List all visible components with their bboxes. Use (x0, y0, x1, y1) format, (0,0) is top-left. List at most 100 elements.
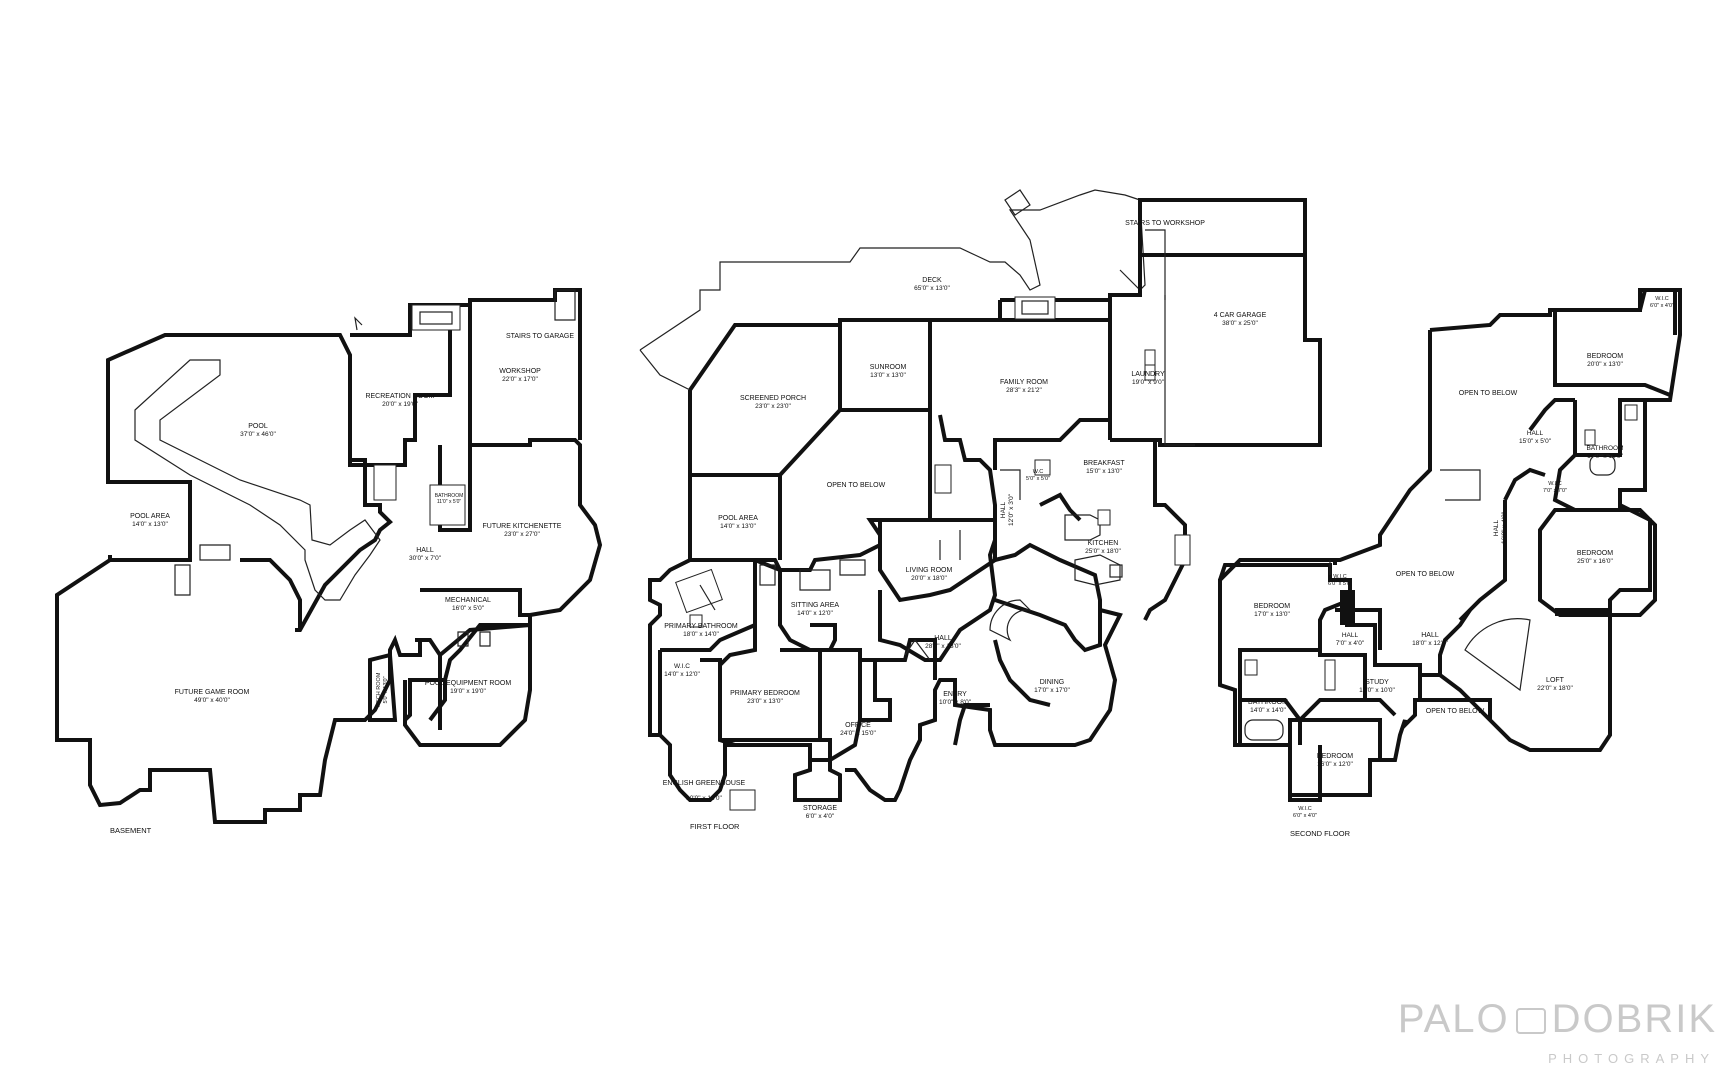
future-kitchenette-dims: 23'0" x 27'0" (504, 531, 540, 538)
hall-first-vertical-dims: 12'0" x 3'0" (1008, 493, 1015, 526)
pool-area-basement-dims: 14'0" x 13'0" (132, 521, 168, 528)
storage-label: STORAGE (803, 805, 837, 812)
second-floor-plan: W.I.C 6'0" x 4'0" BEDROOM 20'0" x 13'0" … (1218, 288, 1682, 838)
wic-second-c-dims: 6'0" x 5'0" (1328, 581, 1352, 587)
sitting-area-dims: 14'0" x 12'0" (797, 610, 833, 617)
bedroom-second-b-label: BEDROOM (1577, 550, 1613, 557)
open-to-below-first-label: OPEN TO BELOW (827, 482, 886, 489)
wic-second-c-label: W.I.C (1333, 574, 1346, 580)
office-dims: 24'0" x 15'0" (840, 730, 876, 737)
future-game-room-label: FUTURE GAME ROOM (175, 689, 250, 696)
pool-area-first-dims: 14'0" x 13'0" (720, 523, 756, 530)
family-room-dims: 28'3" x 21'2" (1006, 387, 1042, 394)
recreation-room-dims: 20'0" x 19'0" (382, 401, 418, 408)
hall-second-c-dims: 18'0" x 12'0" (1412, 640, 1448, 647)
stairs-to-workshop-label: STAIRS TO WORKSHOP (1125, 220, 1205, 227)
screened-porch-dims: 23'0" x 23'0" (755, 403, 791, 410)
hall-first-dims: 28'0" x 13'0" (925, 643, 961, 650)
four-car-garage-label: 4 CAR GARAGE (1214, 312, 1267, 319)
hall-second-a-label: HALL (1527, 430, 1544, 437)
mechanical-label: MECHANICAL (445, 597, 491, 604)
recreation-room-label: RECREATION ROOM (365, 393, 434, 400)
bathroom-second-b-dims: 14'0" x 14'0" (1250, 707, 1286, 714)
watermark-logo: PALO DOBRIK (1398, 997, 1717, 1042)
pool-equipment-room-label: POOL EQUIPMENT ROOM (425, 680, 512, 687)
screened-porch-label: SCREENED PORCH (740, 395, 806, 402)
mech-room-dims: 5'0" x 13'0" (383, 676, 389, 703)
breakfast-dims: 15'0" x 13'0" (1086, 468, 1122, 475)
wc-first-dims: 5'0" x 5'0" (1026, 476, 1050, 482)
entry-dims: 10'0" x 8'0" (939, 699, 972, 706)
hall-basement-label: HALL (416, 547, 434, 554)
living-room-label: LIVING ROOM (906, 567, 953, 574)
pool-area-basement-label: POOL AREA (130, 513, 170, 520)
pool-dims: 37'0" x 46'0" (240, 431, 276, 438)
english-greenhouse-label: ENGLISH GREENHOUSE (663, 780, 746, 787)
mechanical-dims: 16'0" x 5'0" (452, 605, 485, 612)
wic-second-b-label: W.I.C (1548, 481, 1561, 487)
basement-floor-label: BASEMENT (110, 826, 152, 835)
study-label: STUDY (1365, 679, 1389, 686)
entry-label: ENTRY (943, 691, 967, 698)
second-floor-label: SECOND FLOOR (1290, 829, 1351, 838)
loft-dims: 22'0" x 18'0" (1537, 685, 1573, 692)
hall-first-label: HALL (934, 635, 952, 642)
basement-plan: POOL 37'0" x 46'0" RECREATION ROOM 20'0"… (55, 288, 603, 835)
bedroom-second-c-dims: 17'0" x 13'0" (1254, 611, 1290, 618)
bedroom-second-a-label: BEDROOM (1587, 353, 1623, 360)
deck-label: DECK (922, 277, 942, 284)
workshop-label: WORKSHOP (499, 368, 541, 375)
pool-label: POOL (248, 423, 268, 430)
kitchen-label: KITCHEN (1088, 540, 1119, 547)
laundry-dims: 19'0" x 9'0" (1132, 379, 1165, 386)
bathroom-second-b-label: BATHROOM (1248, 699, 1288, 706)
dining-dims: 17'0" x 17'0" (1034, 687, 1070, 694)
wic-second-d-dims: 6'0" x 4'0" (1293, 813, 1317, 819)
bedroom-second-a-dims: 20'0" x 13'0" (1587, 361, 1623, 368)
hall-second-b-label: HALL (1342, 632, 1359, 639)
primary-bathroom-label: PRIMARY BATHROOM (664, 623, 738, 630)
camera-icon (1515, 1008, 1546, 1034)
wic-second-a-dims: 6'0" x 4'0" (1650, 303, 1674, 309)
hall-second-b-dims: 7'0" x 4'0" (1336, 640, 1365, 647)
dining-label: DINING (1040, 679, 1065, 686)
loft-label: LOFT (1546, 677, 1565, 684)
bedroom-second-c-label: BEDROOM (1254, 603, 1290, 610)
wic-second-b-dims: 7'0" x 7'0" (1543, 488, 1567, 494)
breakfast-label: BREAKFAST (1083, 460, 1125, 467)
hall-second-vertical-dims: 16'0" x 4'0" (1501, 511, 1508, 544)
wic-first-label: W.I.C (674, 663, 690, 670)
sunroom-label: SUNROOM (870, 364, 907, 371)
watermark-sub: PHOTOGRAPHY (1548, 1051, 1715, 1066)
primary-bedroom-dims: 23'0" x 13'0" (747, 698, 783, 705)
watermark-right: DOBRIK (1551, 997, 1717, 1041)
living-room-dims: 20'0" x 18'0" (911, 575, 947, 582)
sunroom-dims: 13'0" x 13'0" (870, 372, 906, 379)
bedroom-second-d-dims: 16'0" x 12'0" (1317, 761, 1353, 768)
first-floor-plan: DECK 65'0" x 13'0" STAIRS TO WORKSHOP 4 … (639, 189, 1322, 831)
bathroom-basement-label: BATHROOM (435, 493, 464, 499)
storage-dims: 6'0" x 4'0" (806, 813, 835, 820)
mech-room-label: MECH ROOM (376, 672, 382, 707)
hall-second-c-label: HALL (1421, 632, 1439, 639)
bathroom-second-a-label: BATHROOM (1586, 445, 1623, 452)
bathroom-second-a-dims: 17'0" x 13'0" (1587, 453, 1623, 460)
stairs-to-garage-label: STAIRS TO GARAGE (506, 333, 574, 340)
workshop-dims: 22'0" x 17'0" (502, 376, 538, 383)
deck-dims: 65'0" x 13'0" (914, 285, 950, 292)
hall-second-a-dims: 15'0" x 5'0" (1519, 438, 1552, 445)
hall-basement-dims: 30'0" x 7'0" (409, 555, 442, 562)
primary-bedroom-label: PRIMARY BEDROOM (730, 690, 800, 697)
open-to-below-second-a-label: OPEN TO BELOW (1459, 390, 1518, 397)
sitting-area-label: SITTING AREA (791, 602, 840, 609)
first-floor-label: FIRST FLOOR (690, 822, 740, 831)
watermark-left: PALO (1397, 997, 1510, 1041)
four-car-garage-dims: 38'0" x 25'0" (1222, 320, 1258, 327)
english-greenhouse-dims: 10'0" x 13'0" (686, 795, 722, 802)
wc-first-label: W.C (1033, 469, 1043, 475)
future-kitchenette-label: FUTURE KITCHENETTE (483, 523, 562, 530)
office-label: OFFICE (845, 722, 871, 729)
future-game-room-dims: 49'0" x 40'0" (194, 697, 230, 704)
laundry-label: LAUNDRY (1131, 371, 1165, 378)
